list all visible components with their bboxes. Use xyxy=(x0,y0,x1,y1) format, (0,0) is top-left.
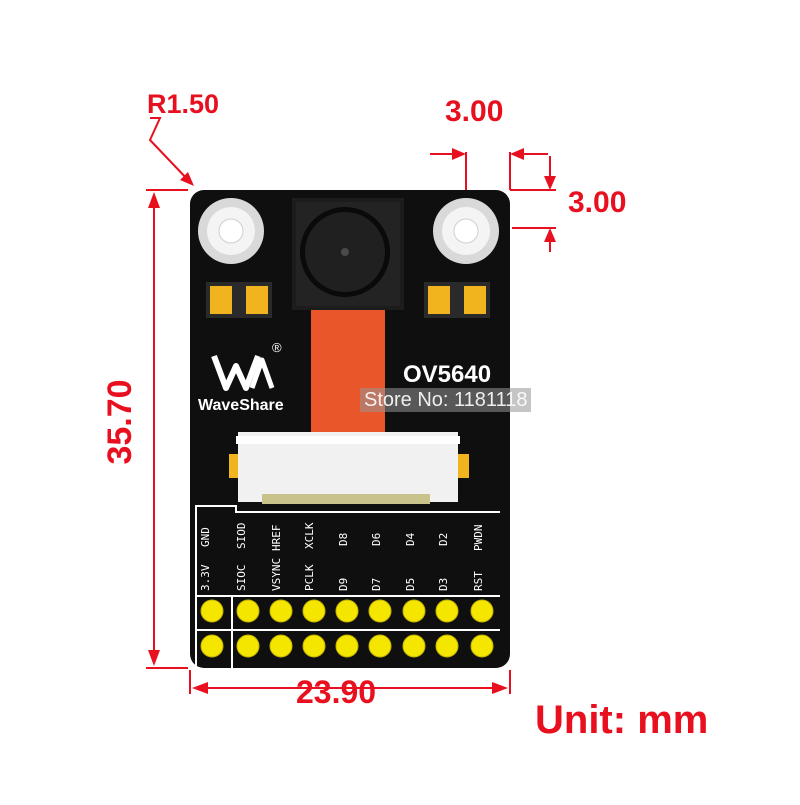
arrowhead xyxy=(180,172,194,186)
pin-pad xyxy=(269,599,293,623)
pin-label: RST xyxy=(472,571,485,591)
pin-label: D5 xyxy=(404,577,417,591)
flex-ribbon xyxy=(311,310,385,444)
mount-hole-right xyxy=(433,198,499,264)
pin-label: D2 xyxy=(437,532,450,546)
pin-label: SIOD xyxy=(235,522,248,550)
pin-header-outline xyxy=(195,505,500,668)
pin-label: D7 xyxy=(370,577,383,591)
arrowhead xyxy=(492,682,508,694)
pin-label: SIOC xyxy=(235,564,248,592)
pin-pad xyxy=(200,599,224,623)
hole-vertical-offset-label: 3.00 xyxy=(568,186,627,219)
corner-radius-label: R1.50 xyxy=(147,89,220,119)
pin-pad xyxy=(402,599,426,623)
pin-pad xyxy=(302,634,326,658)
model-name: OV5640 xyxy=(403,361,492,388)
pin-label: D8 xyxy=(337,532,350,546)
pin-pad xyxy=(470,599,494,623)
unit-label: Unit: mm xyxy=(535,698,709,742)
pin-label: D3 xyxy=(437,577,450,591)
smd-pad-left xyxy=(206,282,272,318)
arrowhead xyxy=(452,148,466,160)
camera-module xyxy=(292,198,404,310)
board-height-label: 35.70 xyxy=(101,379,139,465)
pin-row-top xyxy=(200,599,494,623)
arrowhead xyxy=(544,228,556,242)
pin-pad xyxy=(200,634,224,658)
pin-row-bottom xyxy=(200,634,494,658)
pin-pad xyxy=(269,634,293,658)
registered-mark: ® xyxy=(272,340,282,355)
pin-label: VSYNC xyxy=(270,557,283,591)
pin-label: D9 xyxy=(337,577,350,591)
pin-pad xyxy=(302,599,326,623)
pin-pad xyxy=(335,599,359,623)
pin-label: XCLK xyxy=(303,522,316,550)
waveshare-logo-icon xyxy=(211,354,275,391)
pin-pad xyxy=(435,634,459,658)
board-width-label: 23.90 xyxy=(296,674,377,710)
dimension-lines xyxy=(146,117,556,694)
pin-label: D4 xyxy=(404,532,417,546)
pin-pad xyxy=(402,634,426,658)
pin-pad xyxy=(335,634,359,658)
radius-leader xyxy=(148,117,191,183)
pin-label: GND xyxy=(199,527,212,547)
pin-pad xyxy=(236,634,260,658)
pin-label: PWDN xyxy=(472,524,485,552)
pin-label: PCLK xyxy=(303,564,316,592)
fpc-connector xyxy=(229,432,469,504)
pin-label: 3.3V xyxy=(199,564,212,592)
arrowhead xyxy=(148,192,160,208)
hole-horizontal-offset-label: 3.00 xyxy=(445,95,504,128)
pin-pad xyxy=(236,599,260,623)
brand-name: WaveShare xyxy=(198,397,284,414)
mount-hole-left xyxy=(198,198,264,264)
pin-pad xyxy=(435,599,459,623)
arrowhead xyxy=(192,682,208,694)
arrowhead xyxy=(510,148,524,160)
pin-pad xyxy=(368,599,392,623)
pin-pad xyxy=(368,634,392,658)
pin-label: HREF xyxy=(270,524,283,552)
pin-label: D6 xyxy=(370,532,383,546)
pin-pad xyxy=(470,634,494,658)
smd-pad-right xyxy=(424,282,490,318)
arrowhead xyxy=(148,650,160,666)
store-watermark: Store No: 1181118 xyxy=(360,388,532,412)
arrowhead xyxy=(544,176,556,190)
